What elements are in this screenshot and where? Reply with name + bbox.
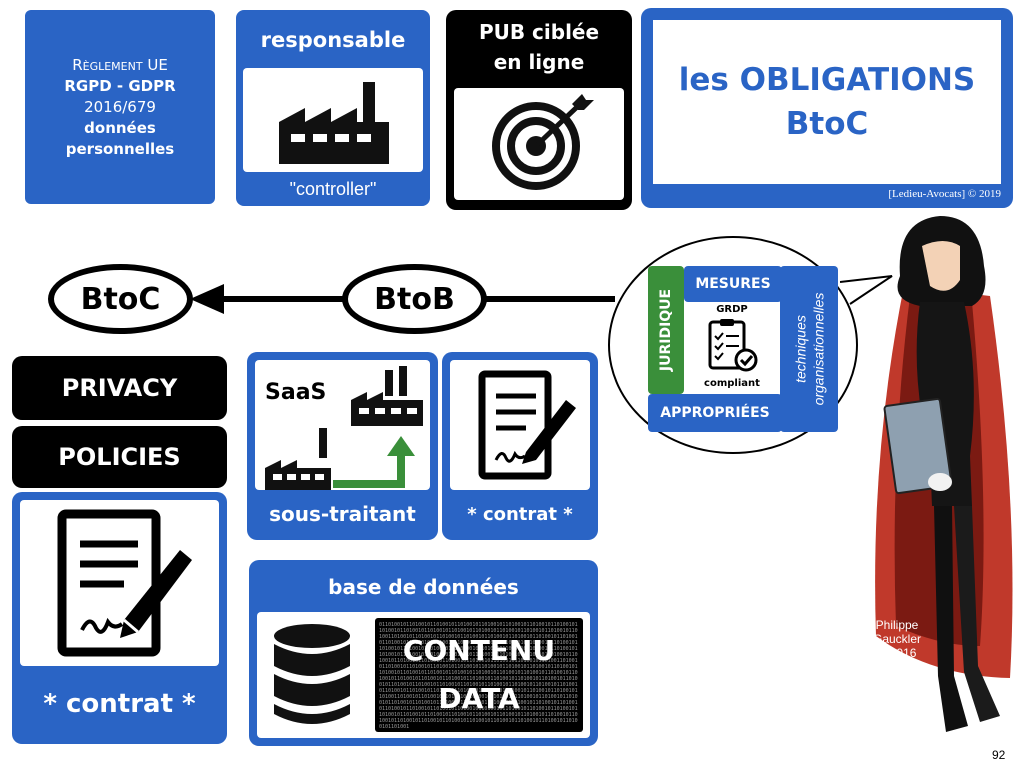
- binary-pattern: 0110100101101001011010010110100101101001…: [379, 622, 578, 728]
- saas-label: SaaS: [265, 380, 327, 405]
- juridique-text: JURIDIQUE: [658, 288, 675, 372]
- character-illustration: [875, 216, 1013, 732]
- target-icon: [492, 94, 594, 190]
- contract-label: * contrat *: [467, 503, 573, 525]
- regulation-line-5: personnelles: [65, 140, 175, 158]
- contract-box: * contrat *: [442, 352, 598, 540]
- contract-sign-icon: [57, 509, 192, 657]
- saas-factories-icon: [265, 366, 423, 490]
- techniques-text: techniques: [792, 315, 809, 383]
- artist-line-3: © 2016: [877, 646, 917, 660]
- targeted-ads-line-1: PUB ciblée: [478, 20, 600, 44]
- page-number: 92: [992, 748, 1006, 762]
- appropriees-label: APPROPRIÉES: [648, 394, 782, 432]
- saas-box: SaaS sous-traitant: [247, 352, 438, 540]
- regulation-line-2: RGPD - GDPR: [64, 77, 176, 95]
- obligations-box: les OBLIGATIONS BtoC [Ledieu-Avocats] © …: [641, 8, 1013, 208]
- juridique-label: JURIDIQUE: [648, 266, 684, 394]
- contenu-label: CONTENU: [402, 634, 556, 667]
- targeted-ads-panel: [454, 88, 624, 200]
- contract-sign-icon-small: [478, 370, 576, 480]
- contract-panel: [450, 360, 590, 490]
- checklist-icon: [708, 319, 758, 372]
- regulation-line-1: Règlement UE: [72, 56, 168, 74]
- compliant-label: compliant: [704, 378, 760, 389]
- regulation-line-4: données: [84, 119, 156, 137]
- responsable-panel: [243, 68, 423, 172]
- controller-label: "controller": [289, 178, 377, 199]
- privacy-contract-box: * contrat *: [12, 492, 227, 744]
- btoc-oval: BtoC: [48, 264, 193, 334]
- btob-oval: BtoB: [342, 264, 487, 334]
- data-label: DATA: [438, 682, 520, 715]
- saas-panel: SaaS: [255, 360, 430, 490]
- speech-bubble-tail: [840, 275, 893, 305]
- factory-icon: [279, 82, 389, 164]
- techniques-text-wrap: techniques organisationnelles: [791, 293, 827, 406]
- obligations-title: les OBLIGATIONS: [678, 62, 976, 98]
- obligations-subtitle: BtoC: [785, 106, 869, 142]
- privacy-text: PRIVACY: [61, 374, 178, 402]
- regulation-line-3: 2016/679: [84, 98, 156, 116]
- database-title: base de données: [328, 575, 519, 599]
- copyright-credit: [Ledieu-Avocats] © 2019: [888, 188, 1001, 200]
- data-panel: 0110100101101001011010010110100101101001…: [375, 618, 583, 732]
- compliance-panel: GRDP compliant: [690, 304, 774, 392]
- privacy-banner: PRIVACY: [12, 356, 227, 420]
- artist-credit: Philippe Gauckler © 2016: [862, 618, 932, 660]
- grdp-label: GRDP: [716, 304, 748, 315]
- organisationnelles-text: organisationnelles: [810, 292, 827, 406]
- targeted-ads-line-2: en ligne: [493, 50, 585, 74]
- regulation-box: Règlement UE RGPD - GDPR 2016/679 donnée…: [25, 10, 215, 204]
- artist-line-1: Philippe: [875, 618, 919, 632]
- privacy-contract-label: * contrat *: [43, 689, 196, 719]
- policies-text: POLICIES: [58, 443, 181, 471]
- mesures-label: MESURES: [684, 266, 782, 302]
- sous-traitant-label: sous-traitant: [269, 502, 416, 526]
- obligations-panel: les OBLIGATIONS BtoC: [653, 20, 1001, 184]
- privacy-contract-panel: [20, 500, 219, 666]
- responsable-title: responsable: [260, 28, 406, 52]
- database-panel: 0110100101101001011010010110100101101001…: [257, 612, 590, 738]
- techniques-label: techniques organisationnelles: [780, 266, 838, 432]
- mesures-text: MESURES: [695, 276, 771, 292]
- targeted-ads-box: PUB ciblée en ligne: [446, 10, 632, 210]
- responsable-box: responsable "controller": [236, 10, 430, 206]
- artist-line-2: Gauckler: [872, 632, 922, 646]
- appropriees-text: APPROPRIÉES: [660, 405, 770, 421]
- database-box: base de données 011010010110100101101001…: [249, 560, 598, 746]
- database-icon: [274, 624, 350, 724]
- policies-banner: POLICIES: [12, 426, 227, 488]
- arrow-left-icon: [190, 284, 224, 314]
